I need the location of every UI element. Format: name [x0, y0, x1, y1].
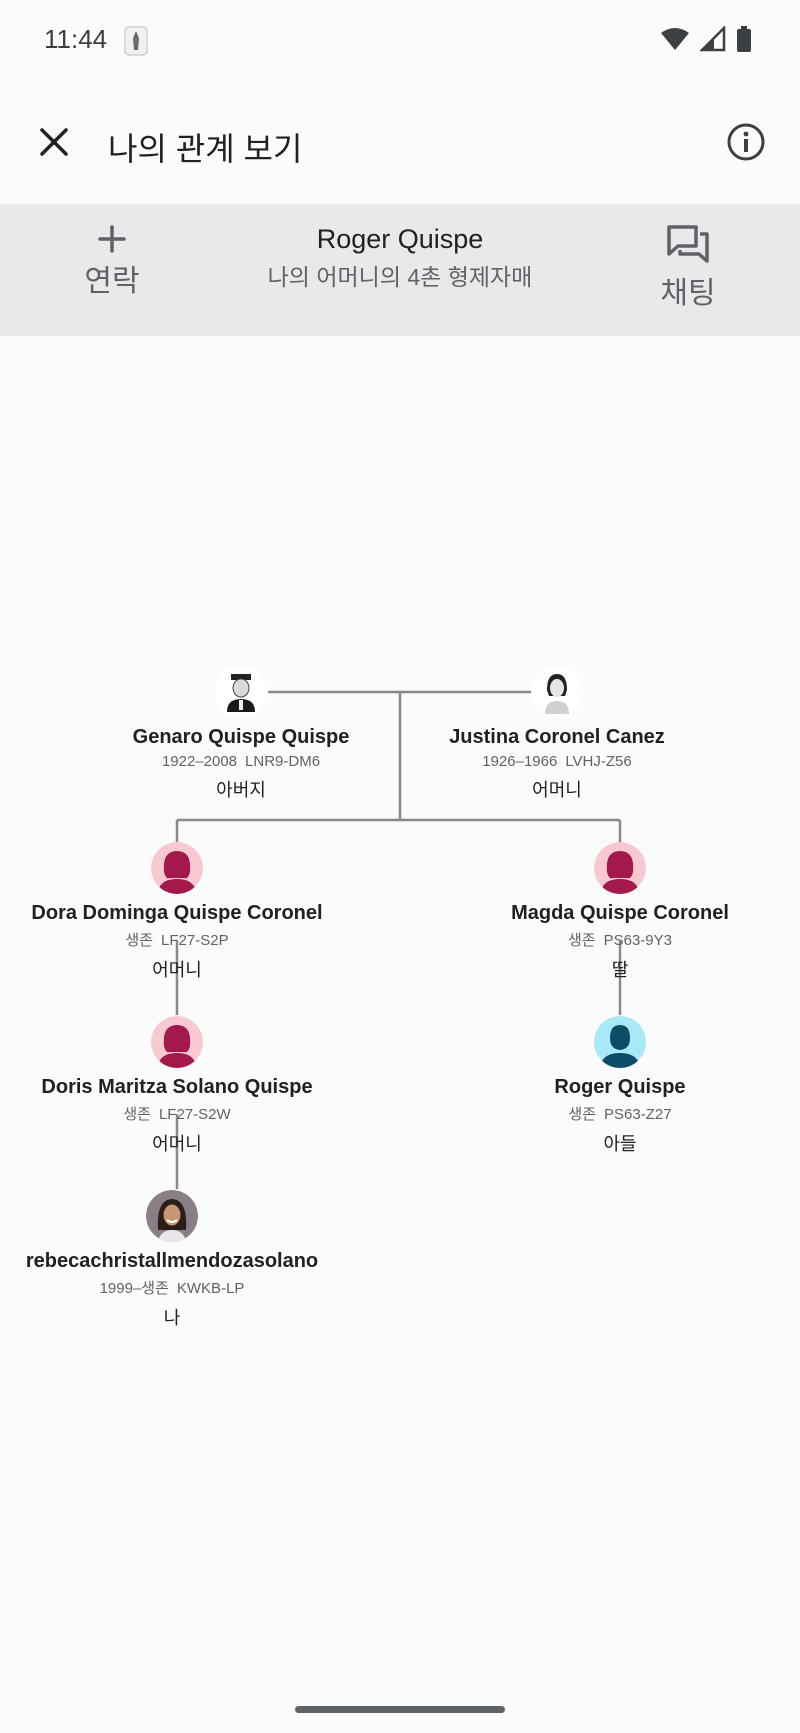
- person-name: Magda Quispe Coronel: [511, 902, 729, 924]
- chat-icon: [667, 225, 709, 263]
- status-time: 11:44: [44, 24, 108, 54]
- avatar-photo: [146, 1190, 198, 1242]
- cellular-signal-icon: [700, 26, 726, 52]
- person-relation: 딸: [611, 960, 629, 980]
- contact-label: 연락: [84, 265, 140, 298]
- close-icon: [40, 128, 68, 156]
- info-icon: [727, 123, 765, 161]
- app-bar: 나의 관계 보기: [0, 90, 800, 190]
- person-id: PS63-Z27: [604, 1106, 672, 1123]
- home-indicator[interactable]: [295, 1706, 505, 1713]
- person-name: Justina Coronel Canez: [449, 726, 665, 748]
- person-dates: 생존: [568, 1106, 597, 1123]
- app-notification-icon: [124, 26, 148, 56]
- person-dates: 생존: [123, 1106, 151, 1123]
- person-name: Genaro Quispe Quispe: [132, 726, 350, 748]
- summary-relationship: 나의 어머니의 4촌 형제자매: [267, 264, 533, 290]
- status-icons: [660, 26, 752, 52]
- person-meta: 생존 PS63-9Y3: [450, 929, 790, 950]
- avatar-photo: [531, 666, 583, 718]
- close-button[interactable]: [30, 118, 78, 166]
- person-meta: 1926–1966 LVHJ-Z56: [387, 753, 727, 770]
- female-avatar-icon: [594, 842, 646, 894]
- person-relation: 나: [163, 1308, 181, 1328]
- person-card-dora[interactable]: Dora Dominga Quispe Coronel 생존 LF27-S2P 어…: [7, 842, 347, 982]
- relationship-tree: Genaro Quispe Quispe 1922–2008 LNR9-DM6 아…: [0, 336, 800, 1696]
- person-id: KWKB-LP: [176, 1280, 245, 1297]
- info-button[interactable]: [722, 118, 770, 166]
- person-meta: 생존 LF27-S2W: [7, 1103, 347, 1124]
- wifi-icon: [661, 28, 689, 50]
- person-card-magda[interactable]: Magda Quispe Coronel 생존 PS63-9Y3 딸: [450, 842, 790, 982]
- status-bar: 11:44: [0, 0, 800, 80]
- page-title: 나의 관계 보기: [108, 131, 303, 167]
- person-name: Dora Dominga Quispe Coronel: [31, 902, 323, 924]
- person-id: LNR9-DM6: [245, 753, 321, 770]
- avatar-photo: [215, 666, 267, 718]
- chat-label: 채팅: [660, 277, 716, 310]
- person-card-genaro[interactable]: Genaro Quispe Quispe 1922–2008 LNR9-DM6 아…: [71, 666, 411, 802]
- person-name: Roger Quispe: [554, 1076, 686, 1098]
- male-avatar-icon: [594, 1016, 646, 1068]
- person-name: rebecachristallmendozasolano: [25, 1250, 319, 1272]
- person-name: Doris Maritza Solano Quispe: [41, 1076, 313, 1098]
- person-dates: 1926–1966: [482, 753, 558, 770]
- person-dates: 생존: [568, 932, 596, 949]
- person-dates: 1922–2008: [161, 753, 238, 770]
- person-dates: 생존: [125, 932, 154, 949]
- person-relation: 아들: [603, 1134, 637, 1154]
- chat-button[interactable]: 채팅: [636, 224, 740, 324]
- female-avatar-icon: [151, 842, 203, 894]
- person-meta: 1922–2008 LNR9-DM6: [71, 753, 411, 770]
- person-dates: 1999–생존: [99, 1280, 169, 1297]
- person-id: LF27-S2P: [161, 932, 229, 949]
- contact-button[interactable]: 연락: [60, 224, 164, 324]
- plus-icon: [98, 225, 126, 253]
- person-meta: 생존 LF27-S2P: [7, 929, 347, 950]
- female-avatar-icon: [151, 1016, 203, 1068]
- person-card-doris[interactable]: Doris Maritza Solano Quispe 생존 LF27-S2W 어…: [7, 1016, 347, 1156]
- person-relation: 어머니: [532, 780, 582, 800]
- person-relation: 어머니: [152, 960, 202, 980]
- person-id: PS63-9Y3: [603, 932, 672, 949]
- person-id: LVHJ-Z56: [565, 753, 632, 770]
- tree-connector-lines: [175, 690, 622, 1189]
- person-id: LF27-S2W: [158, 1106, 231, 1123]
- person-meta: 1999–생존 KWKB-LP: [2, 1277, 342, 1298]
- person-card-roger[interactable]: Roger Quispe 생존 PS63-Z27 아들: [450, 1016, 790, 1156]
- person-relation: 어머니: [152, 1134, 202, 1154]
- person-relation: 아버지: [216, 780, 266, 800]
- person-meta: 생존 PS63-Z27: [450, 1103, 790, 1124]
- person-card-me[interactable]: rebecachristallmendozasolano 1999–생존 KWKB…: [2, 1190, 342, 1330]
- summary-person-name: Roger Quispe: [316, 224, 484, 254]
- relationship-summary: 연락 Roger Quispe 나의 어머니의 4촌 형제자매 채팅: [0, 204, 800, 336]
- battery-icon: [737, 26, 751, 52]
